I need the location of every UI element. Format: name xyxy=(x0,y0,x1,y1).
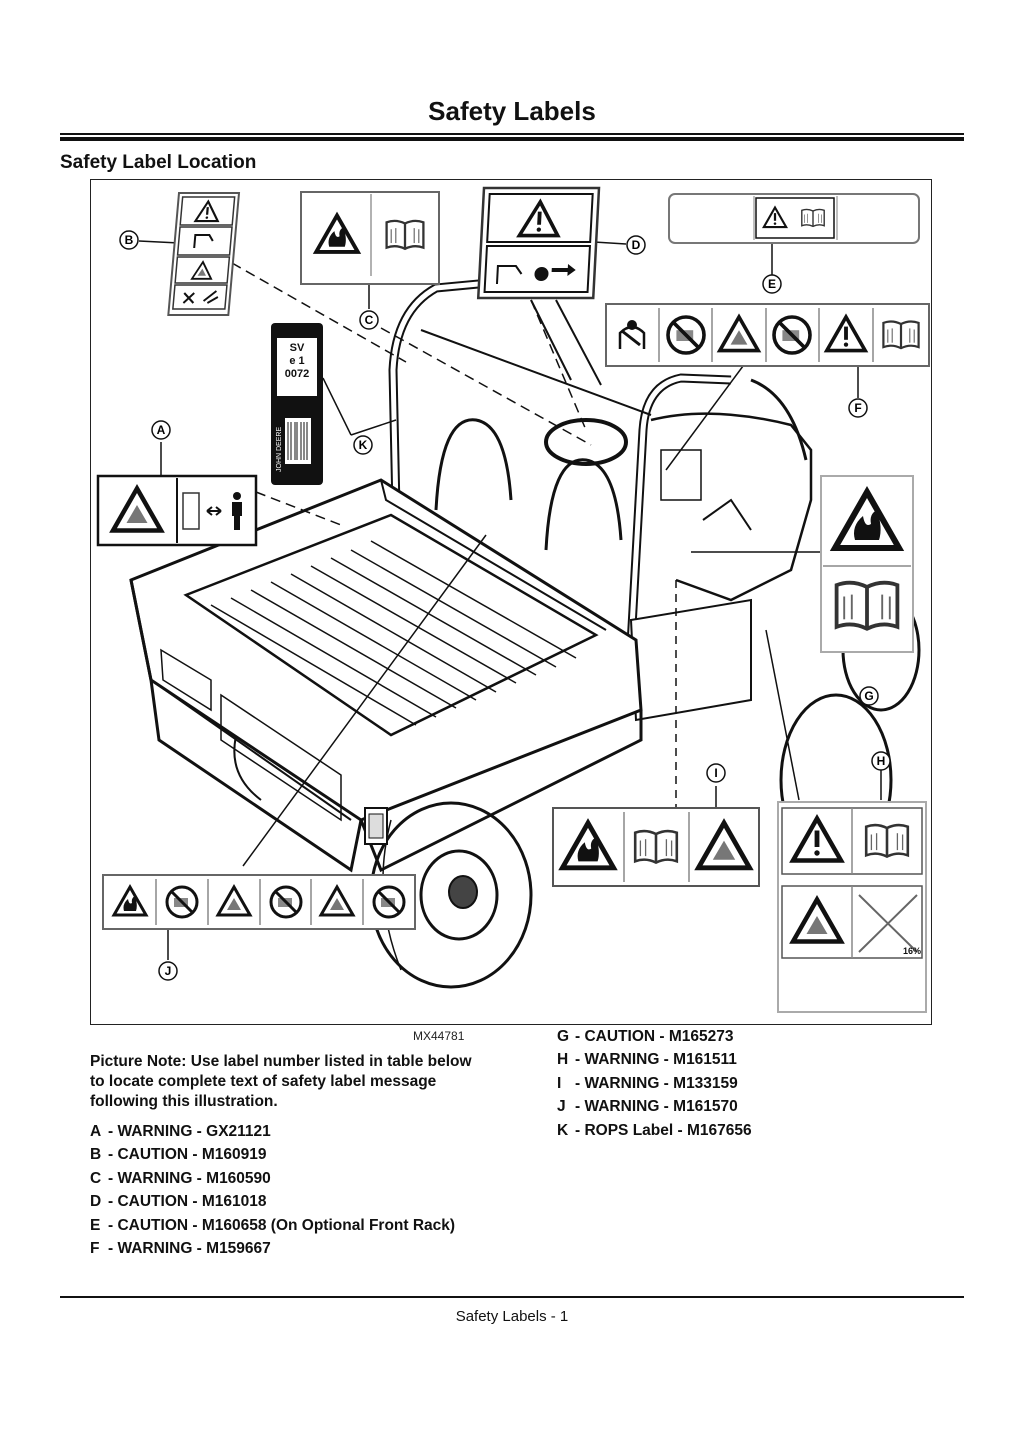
legend-letter: G xyxy=(557,1028,570,1045)
callout-b: B xyxy=(119,230,139,250)
label-a-decal xyxy=(96,474,258,547)
legend-item: I - WARNING - M133159 xyxy=(557,1072,752,1095)
callout-letter: H xyxy=(877,754,886,768)
callout-j: J xyxy=(158,961,178,981)
callout-c: C xyxy=(359,310,379,330)
rops-line1: SV xyxy=(290,342,305,354)
legend-item: B - CAUTION - M160919 xyxy=(90,1143,455,1166)
vehicle-outline xyxy=(129,275,921,989)
rops-line2: e 1 xyxy=(289,355,304,367)
callout-g: G xyxy=(859,686,879,706)
legend-text: - CAUTION - M160658 (On Optional Front R… xyxy=(108,1216,456,1234)
footer-rule xyxy=(60,1296,964,1298)
legend-item: K - ROPS Label - M167656 xyxy=(557,1119,752,1142)
title-rule-thick xyxy=(60,137,964,141)
leader-lines xyxy=(138,240,882,960)
legend-letter: D xyxy=(90,1193,102,1211)
legend-item: D - CAUTION - M161018 xyxy=(90,1190,455,1213)
label-k-rops-decal: SV e 1 0072 JOHN DEERE xyxy=(271,323,323,485)
label-d-decal xyxy=(476,186,601,300)
callout-a: A xyxy=(151,420,171,440)
label-b-decal xyxy=(167,192,241,316)
label-i-decal xyxy=(552,807,760,887)
vehicle-diagram: SV e 1 0072 JOHN DEERE xyxy=(96,186,930,1013)
label-f-decal xyxy=(605,303,930,367)
legend-text: - WARNING - M160590 xyxy=(108,1169,271,1187)
title-rule xyxy=(60,133,964,135)
callout-letter: J xyxy=(165,964,172,978)
legend-letter: E xyxy=(90,1216,101,1234)
callout-letter: K xyxy=(359,438,368,452)
legend-item: H - WARNING - M161511 xyxy=(557,1048,752,1071)
legend-text: - WARNING - GX21121 xyxy=(108,1123,271,1140)
label-e-decal xyxy=(668,193,920,244)
legend-item: G - CAUTION - M165273 xyxy=(557,1025,752,1048)
callout-letter: D xyxy=(632,238,641,252)
legend-item: C - WARNING - M160590 xyxy=(90,1167,455,1190)
callout-letter: C xyxy=(365,313,374,327)
legend-letter: J xyxy=(557,1098,566,1116)
page-title: Safety Labels xyxy=(428,96,596,126)
legend-letter: H xyxy=(557,1051,569,1069)
legend-text: - CAUTION - M165273 xyxy=(575,1028,734,1045)
callout-markers: A B C D E F G H I J K xyxy=(119,230,891,981)
slope-percent: 16% xyxy=(903,946,921,956)
callout-letter: F xyxy=(854,401,861,415)
legend-item: E - CAUTION - M160658 (On Optional Front … xyxy=(90,1214,455,1237)
figure-id: MX44781 xyxy=(413,1029,465,1043)
callout-letter: B xyxy=(125,233,134,247)
safety-label-illustration: SV e 1 0072 JOHN DEERE xyxy=(90,179,932,1025)
callout-letter: A xyxy=(157,423,166,437)
rops-line3: 0072 xyxy=(285,368,309,380)
legend-text: - WARNING - M161511 xyxy=(575,1051,737,1069)
callout-f: F xyxy=(848,398,868,418)
legend-text: - ROPS Label - M167656 xyxy=(575,1121,752,1139)
legend-letter: B xyxy=(90,1146,102,1164)
callout-i: I xyxy=(706,763,726,783)
legend-text: - WARNING - M161570 xyxy=(575,1098,738,1116)
callout-e: E xyxy=(762,274,782,294)
legend-letter: A xyxy=(90,1123,102,1140)
callout-letter: I xyxy=(714,766,717,780)
callout-h: H xyxy=(871,751,891,771)
legend-text: - WARNING - M133159 xyxy=(575,1074,738,1092)
rops-brand: JOHN DEERE xyxy=(276,427,283,472)
legend-letter: I xyxy=(557,1074,562,1092)
legend-item: F - WARNING - M159667 xyxy=(90,1237,455,1260)
legend-text: - CAUTION - M161018 xyxy=(108,1193,267,1211)
section-heading: Safety Label Location xyxy=(60,152,257,173)
legend-letter: F xyxy=(90,1240,100,1258)
legend-letter: C xyxy=(90,1169,102,1187)
picture-note: Picture Note: Use label number listed in… xyxy=(90,1053,472,1110)
callout-letter: E xyxy=(768,277,776,291)
callout-letter: G xyxy=(864,689,873,703)
label-j-decal xyxy=(102,874,416,930)
label-g-decal xyxy=(820,475,914,653)
label-c-decal xyxy=(300,191,440,285)
legend-text: - CAUTION - M160919 xyxy=(108,1146,267,1164)
label-h-decal: 16% xyxy=(777,801,927,1013)
page-footer: Safety Labels - 1 xyxy=(455,1308,569,1325)
callout-d: D xyxy=(626,235,646,255)
legend-text: - WARNING - M159667 xyxy=(108,1240,271,1258)
legend-item: A - WARNING - GX21121 xyxy=(90,1120,455,1143)
callout-k: K xyxy=(353,435,373,455)
legend-letter: K xyxy=(557,1121,569,1139)
legend-item: J - WARNING - M161570 xyxy=(557,1095,752,1118)
